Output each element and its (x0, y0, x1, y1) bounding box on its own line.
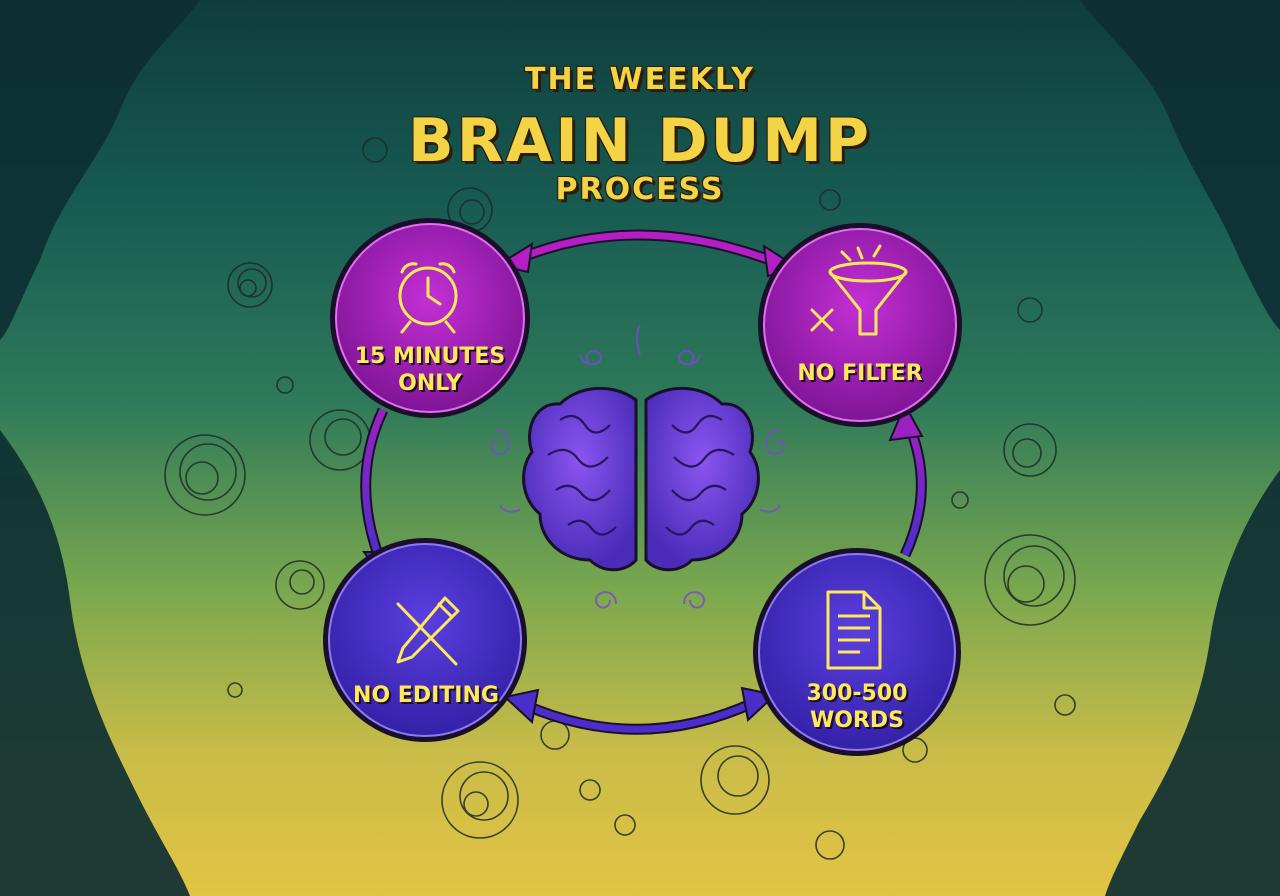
title-top: THE WEEKLY (525, 62, 755, 97)
node-editing-label-line1: NO EDITING (353, 683, 499, 708)
funnel-with-x-icon (810, 244, 908, 336)
document-icon (826, 590, 882, 670)
node-words-label-line1: 300-500 (806, 681, 908, 706)
node-words-label-line2: WORDS (809, 708, 904, 733)
crossed-pencil-icon (396, 596, 460, 666)
title-bottom: PROCESS (555, 172, 725, 207)
node-time-label-line1: 15 MINUTES (354, 344, 506, 369)
node-words (753, 548, 961, 756)
arrow-bottom (502, 686, 778, 735)
foliage-left (0, 0, 200, 896)
node-filter-label-line1: NO FILTER (797, 361, 923, 386)
page-title: BRAIN DUMP (407, 106, 872, 176)
node-editing-label: NO EDITING (336, 682, 516, 709)
node-words-label: 300-500 WORDS (767, 680, 947, 734)
foliage-right (1080, 0, 1280, 896)
arrow-right (888, 402, 927, 558)
node-filter (758, 223, 962, 427)
node-time (330, 218, 530, 418)
alarm-clock-icon (398, 262, 458, 334)
arrow-top (495, 229, 801, 278)
node-filter-label: NO FILTER (770, 360, 950, 387)
node-time-label-line2: ONLY (398, 371, 462, 396)
node-editing (323, 538, 527, 742)
brain-icon (490, 324, 785, 609)
node-time-label: 15 MINUTES ONLY (340, 343, 520, 397)
